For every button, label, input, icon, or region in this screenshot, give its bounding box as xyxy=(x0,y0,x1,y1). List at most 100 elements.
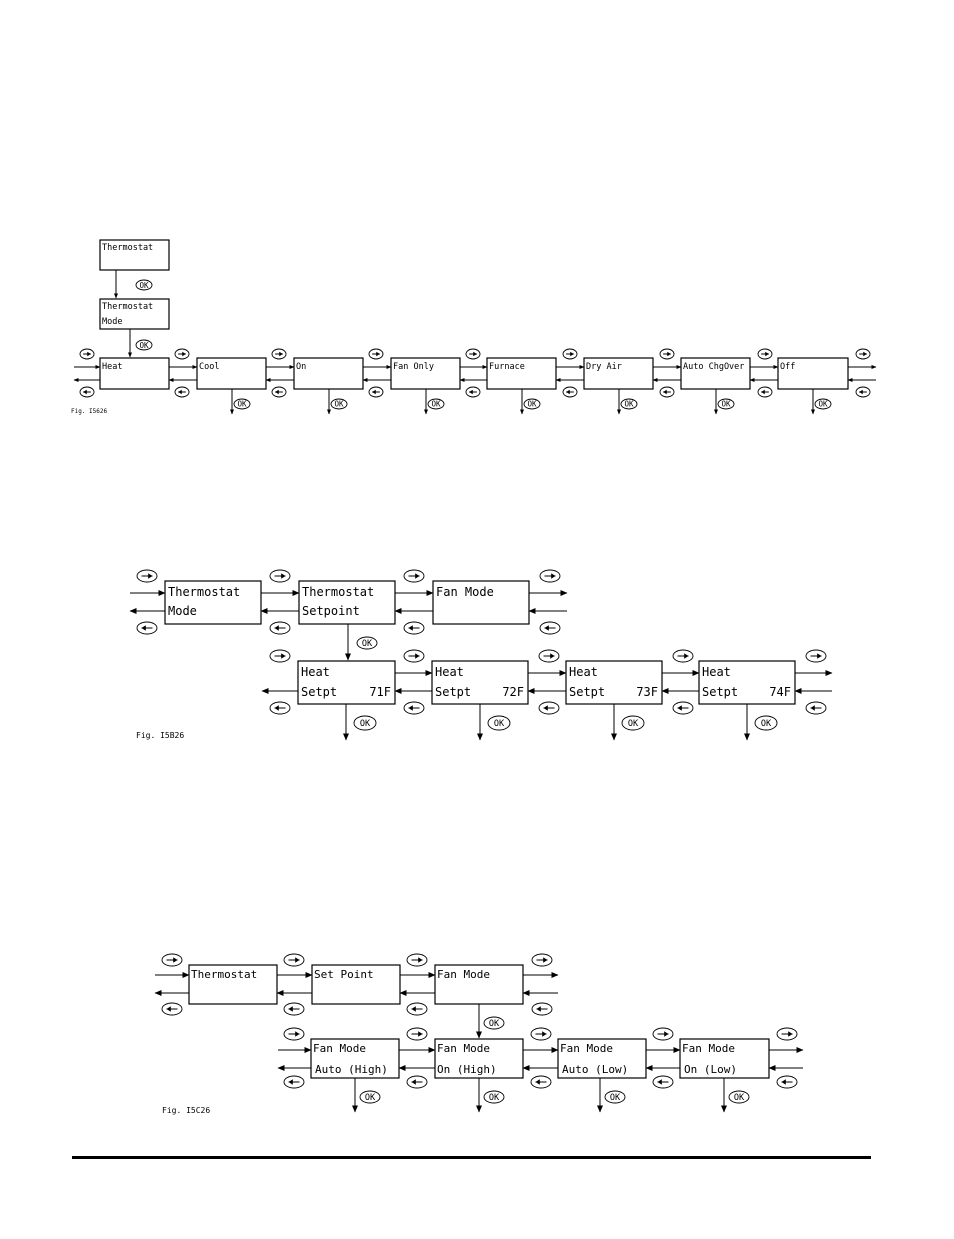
mode-option-dry-air: Dry Air xyxy=(583,357,654,390)
ok-button-icon: OK xyxy=(604,1090,626,1104)
mode-option-cool: Cool xyxy=(196,357,267,390)
box-label: Auto (Low) xyxy=(562,1063,628,1076)
mode-option-fan-only: Fan Only xyxy=(390,357,461,390)
ok-button-icon: OK xyxy=(135,339,153,351)
ok-button-icon: OK xyxy=(356,636,378,650)
setpoint-value: 71F xyxy=(369,685,391,699)
navigation-arrows xyxy=(129,590,833,694)
ok-button-icon: OK xyxy=(728,1090,750,1104)
box-label: Heat xyxy=(569,665,598,679)
svg-text:OK: OK xyxy=(334,400,344,409)
menu-box-thermostat-mode: Thermostat Mode xyxy=(164,580,262,625)
right-arrow-key-icon xyxy=(659,348,675,360)
left-arrow-key-icon xyxy=(465,386,481,398)
ok-button-icon: OK xyxy=(330,398,348,410)
left-arrow-key-icon xyxy=(672,701,694,715)
setpoint-74f: Heat Setpt 74F xyxy=(698,660,796,705)
mode-option-furnace: Furnace xyxy=(486,357,557,390)
box-label: Fan Only xyxy=(393,362,434,372)
svg-text:OK: OK xyxy=(431,400,441,409)
right-arrow-key-icon xyxy=(406,953,428,967)
box-label: Thermostat xyxy=(168,585,240,599)
right-arrow-key-icon xyxy=(530,1027,552,1041)
left-arrow-key-icon xyxy=(539,621,561,635)
left-arrow-key-icon xyxy=(538,701,560,715)
svg-text:OK: OK xyxy=(624,400,634,409)
mode-option-auto-chgover: Auto ChgOver xyxy=(680,357,751,390)
ok-button-icon: OK xyxy=(620,398,638,410)
box-label: Fan Mode xyxy=(313,1042,366,1055)
box-label: Thermostat xyxy=(191,968,257,981)
box-label: Heat xyxy=(301,665,330,679)
box-label: Setpt xyxy=(301,685,337,699)
box-label: Heat xyxy=(102,362,122,372)
left-arrow-key-icon xyxy=(136,621,158,635)
left-arrow-key-icon xyxy=(855,386,871,398)
fan-mode-auto-low: Fan Mode Auto (Low) xyxy=(557,1038,647,1079)
box-label: On xyxy=(296,362,306,372)
left-arrow-key-icon xyxy=(161,1002,183,1016)
box-label: Thermostat xyxy=(102,302,153,312)
menu-box-thermostat xyxy=(99,239,170,271)
ok-button-icon: OK xyxy=(353,715,377,731)
footer-rule xyxy=(72,1156,871,1159)
ok-button-icon: OK xyxy=(135,279,153,291)
svg-text:OK: OK xyxy=(360,719,371,729)
right-arrow-key-icon xyxy=(161,953,183,967)
left-arrow-key-icon xyxy=(174,386,190,398)
box-label: On (Low) xyxy=(684,1063,737,1076)
svg-text:OK: OK xyxy=(139,281,149,290)
box-label: Mode xyxy=(102,317,122,327)
diagram-thermostat-setpoint: Thermostat Mode Thermostat Setpoint Fan … xyxy=(129,569,833,741)
setpoint-71f: Heat Setpt 71F xyxy=(297,660,396,705)
menu-box-thermostat: Thermostat xyxy=(188,964,278,1005)
right-arrow-key-icon xyxy=(406,1027,428,1041)
left-arrow-key-icon xyxy=(406,1075,428,1089)
mode-option-on: On xyxy=(293,357,364,390)
svg-text:OK: OK xyxy=(818,400,828,409)
svg-text:OK: OK xyxy=(494,719,505,729)
right-arrow-key-icon xyxy=(538,649,560,663)
box-label: Heat xyxy=(702,665,731,679)
right-arrow-key-icon xyxy=(805,649,827,663)
svg-text:OK: OK xyxy=(237,400,247,409)
navigation-arrows xyxy=(154,972,804,1071)
right-arrow-key-icon xyxy=(562,348,578,360)
left-arrow-key-icon xyxy=(757,386,773,398)
fan-mode-on-low: Fan Mode On (Low) xyxy=(679,1038,770,1079)
box-label: Setpt xyxy=(702,685,738,699)
fan-mode-on-high: Fan Mode On (High) xyxy=(434,1038,524,1079)
diagram-fan-mode: Thermostat Set Point Fan Mode Fan Mode A… xyxy=(154,953,804,1115)
mode-option-off: Off xyxy=(777,357,849,390)
box-label: Furnace xyxy=(489,362,525,372)
svg-text:OK: OK xyxy=(489,1093,500,1103)
left-arrow-key-icon xyxy=(659,386,675,398)
menu-box-thermostat-setpoint: Thermostat Setpoint xyxy=(298,580,396,625)
right-arrow-key-icon xyxy=(283,953,305,967)
left-arrow-key-icon xyxy=(283,1002,305,1016)
box-label: Auto ChgOver xyxy=(683,362,744,372)
svg-text:OK: OK xyxy=(139,341,149,350)
right-arrow-key-icon xyxy=(672,649,694,663)
ok-button-icon: OK xyxy=(427,398,445,410)
diagram-thermostat-mode: Thermostat OK Thermostat Mode OK Heat Co… xyxy=(71,239,877,415)
right-arrow-key-icon xyxy=(776,1027,798,1041)
svg-text:OK: OK xyxy=(527,400,537,409)
arrow-key-icons xyxy=(79,348,871,398)
menu-box-thermostat-mode xyxy=(99,298,170,330)
left-arrow-key-icon xyxy=(562,386,578,398)
figure-caption: Fig. I5626 xyxy=(71,408,108,415)
svg-text:OK: OK xyxy=(761,719,772,729)
box-label: Setpt xyxy=(569,685,605,699)
left-arrow-key-icon xyxy=(368,386,384,398)
box-label: Fan Mode xyxy=(436,585,494,599)
mode-option-heat: Heat xyxy=(99,357,170,390)
ok-button-icon: OK xyxy=(814,398,832,410)
left-arrow-key-icon xyxy=(531,1002,553,1016)
right-arrow-key-icon xyxy=(136,569,158,583)
ok-button-icon: OK xyxy=(523,398,541,410)
